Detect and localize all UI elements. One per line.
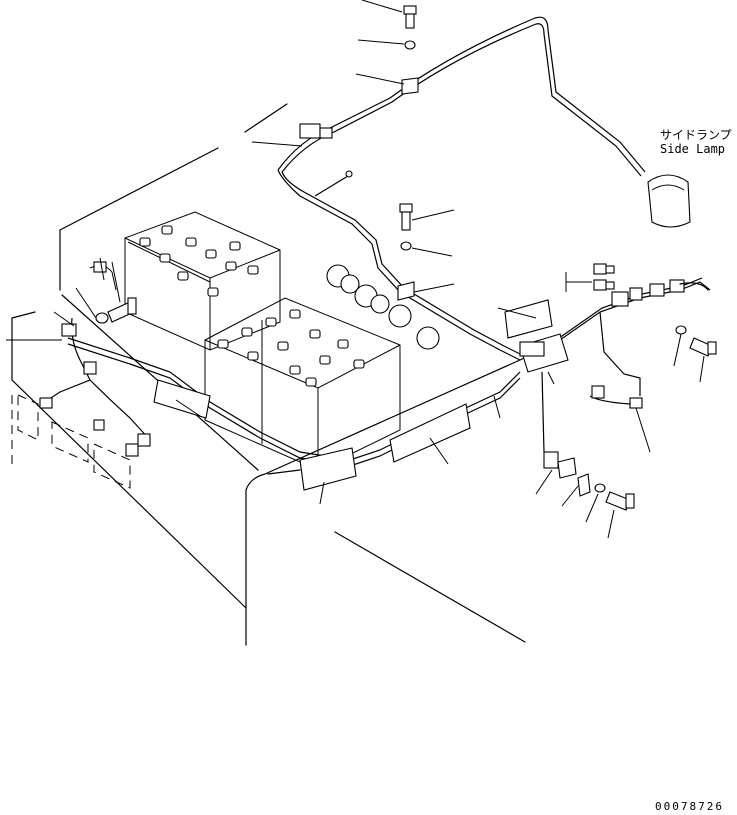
- bolt-bottom-right: [557, 457, 635, 511]
- battery-rear: [124, 211, 281, 351]
- connector-top: [299, 123, 333, 139]
- bolt-right: [675, 325, 717, 357]
- battery-terminals: [326, 264, 440, 350]
- bolt-left: [89, 261, 137, 324]
- machine-body-outline: [11, 103, 526, 646]
- connectors-right: [519, 263, 711, 409]
- side-lamp-icon: [647, 174, 691, 228]
- top-harness: [277, 16, 646, 361]
- center-bracket: [504, 299, 569, 469]
- battery-front: [204, 297, 401, 471]
- drawing-number: 00078726: [655, 800, 724, 813]
- bolt-top: [401, 5, 419, 95]
- leader-lines: [6, 0, 705, 539]
- side-lamp-label-jp: サイドランプ: [660, 128, 732, 142]
- side-lamp-label: サイドランプ Side Lamp: [660, 128, 732, 156]
- left-panel: [17, 394, 131, 489]
- harness-covers: [153, 379, 471, 491]
- side-lamp-label-en: Side Lamp: [660, 142, 726, 156]
- bolt-middle: [397, 203, 415, 301]
